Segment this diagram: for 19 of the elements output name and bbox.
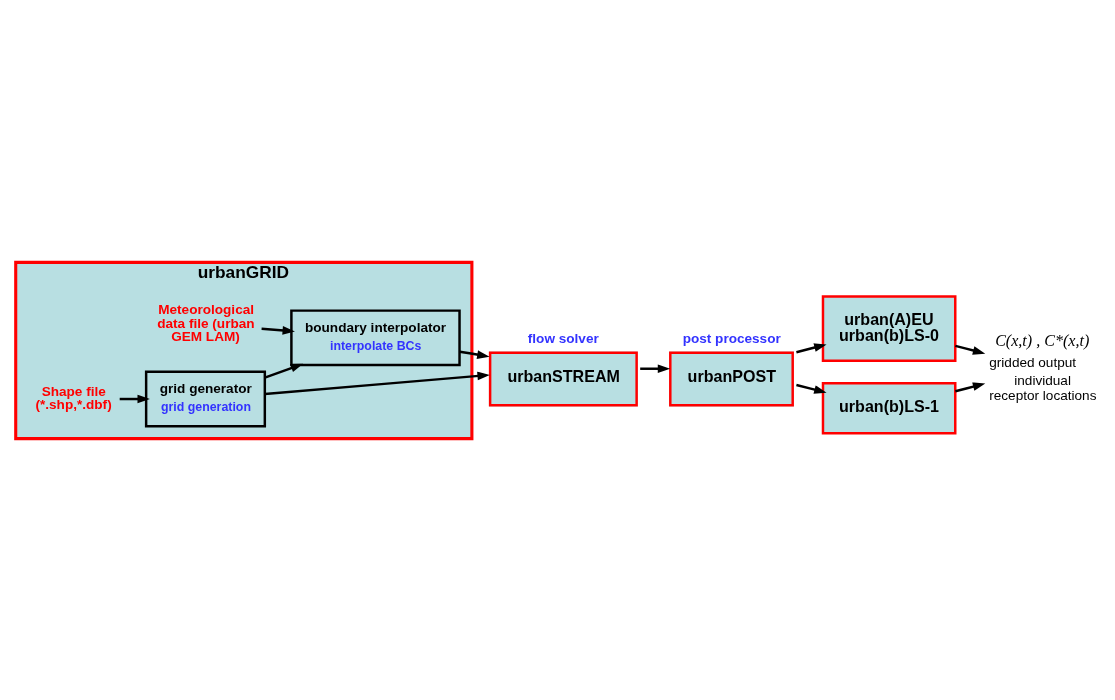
node-box: grid generator grid generation [144, 370, 267, 427]
node-label: flow solver [527, 330, 599, 346]
arrow [796, 342, 827, 353]
node-text: C(x,t) , C*(x,t) gridded output individual receptor locations [989, 331, 1097, 403]
arrow [640, 363, 671, 373]
node-text: Meteorological data file (urban GEM LAM) [157, 301, 255, 344]
arrow [955, 344, 986, 355]
node-text: Shape file (*.shp,*.dbf) [35, 383, 112, 412]
node-label: post processor [682, 330, 781, 346]
arrow [459, 349, 490, 359]
arrow [955, 381, 986, 392]
arrow [261, 325, 295, 335]
arrow [119, 394, 150, 403]
arrow [264, 371, 490, 395]
node-box: urban(A)EU urban(b)LS-0 [821, 294, 957, 362]
node-box: boundary interpolator interpolate BCs [290, 308, 461, 366]
arrow [264, 363, 304, 379]
node-box: urban(b)LS-1 [821, 381, 957, 435]
arrow [796, 383, 827, 394]
